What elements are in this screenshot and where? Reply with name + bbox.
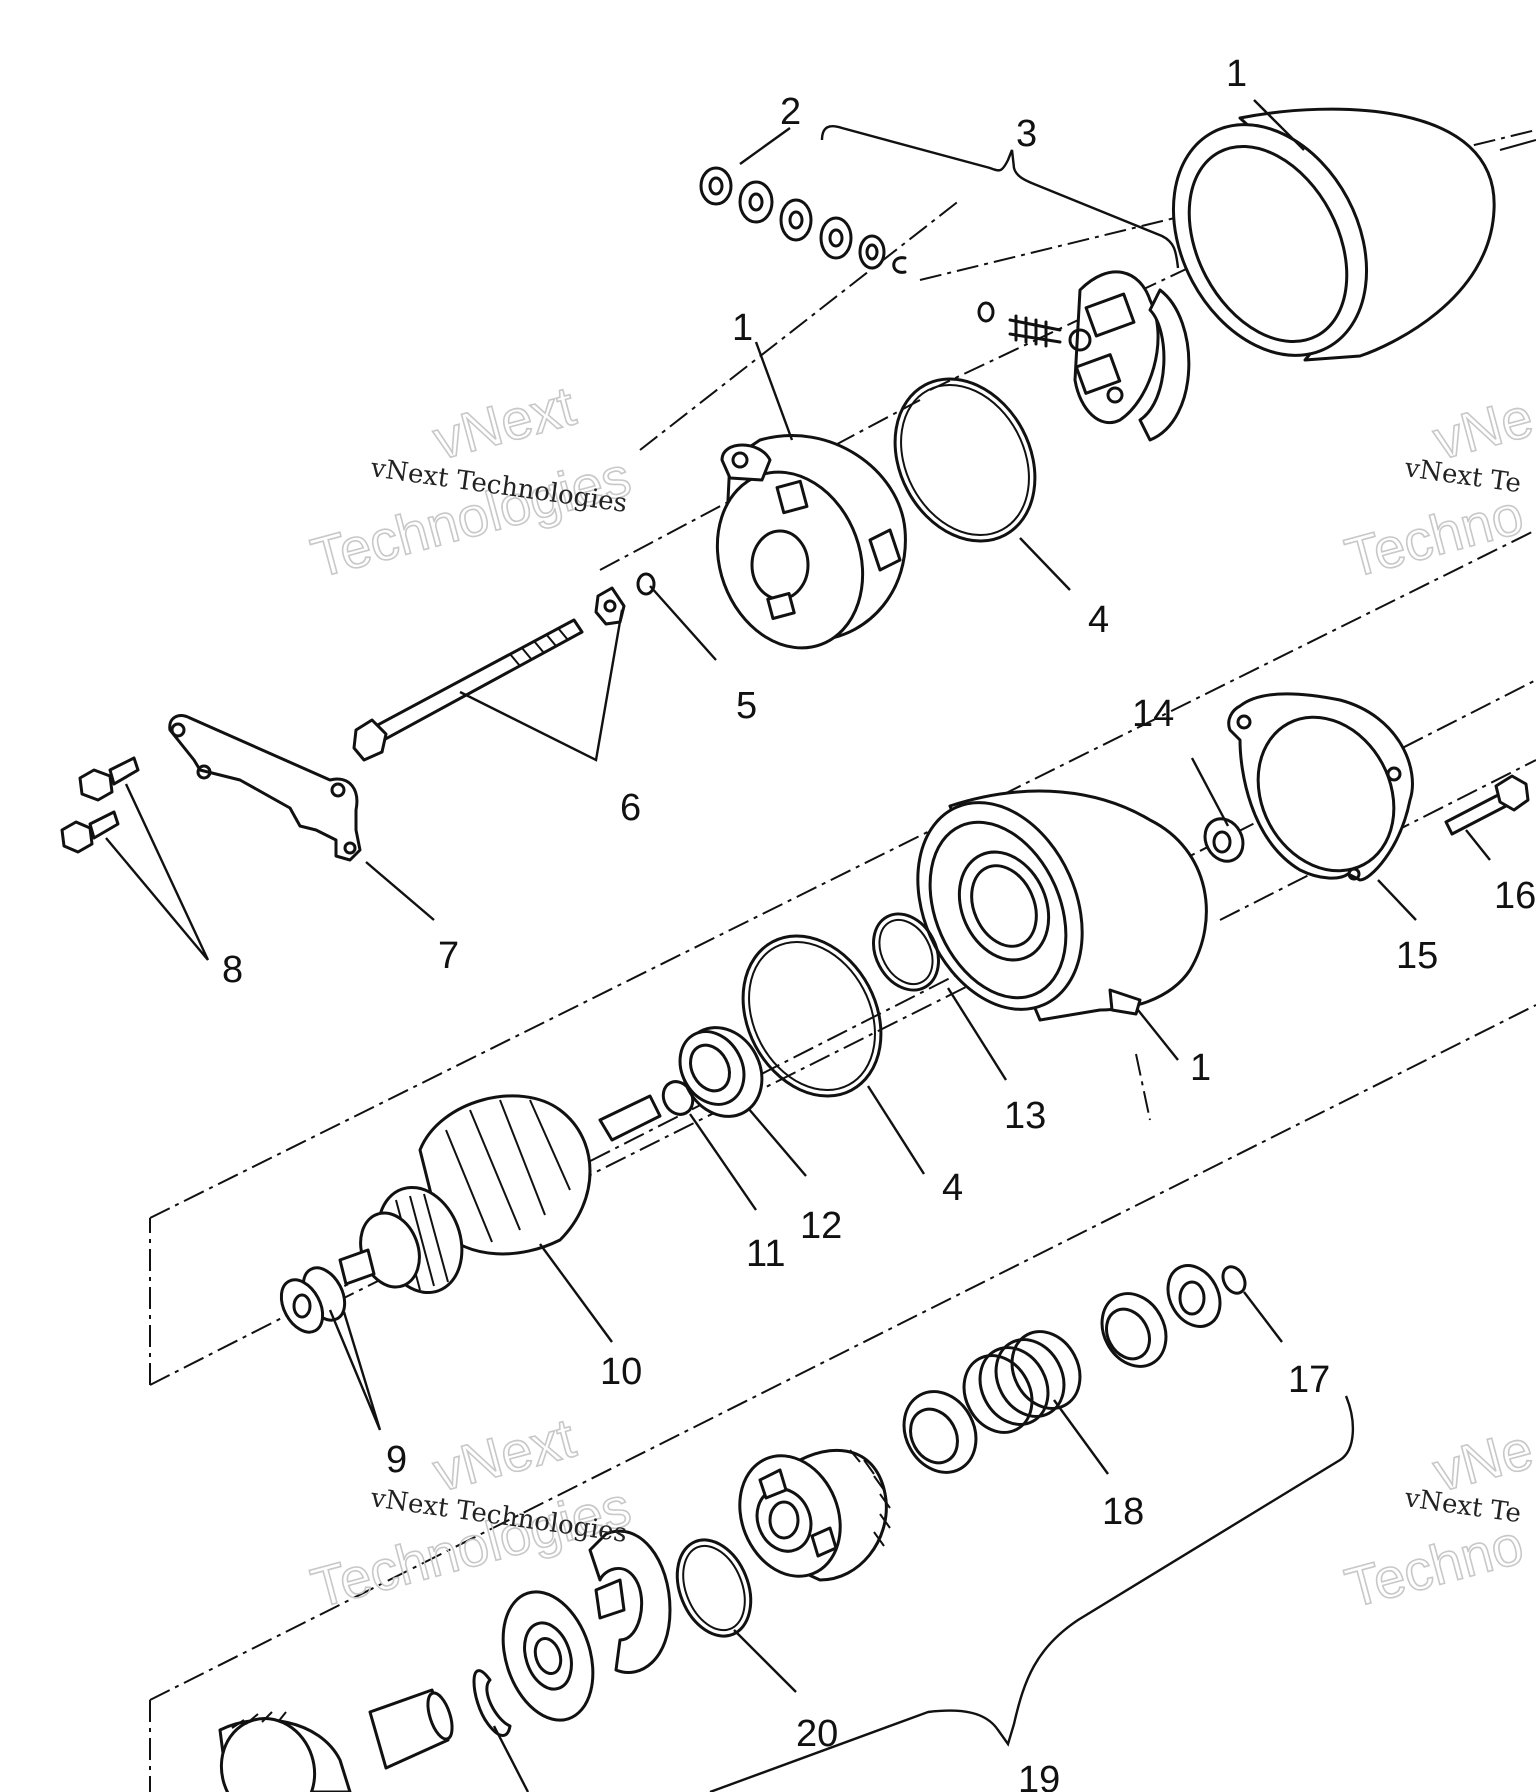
leader-lines	[105, 99, 1491, 1792]
bracket-group-3	[820, 125, 1180, 269]
callout-9: 9	[386, 1439, 407, 1481]
callout-1-rear-cover: 1	[732, 307, 753, 349]
callout-19: 19	[1018, 1759, 1060, 1792]
yoke-housing	[1171, 107, 1536, 362]
callout-4-lower: 4	[942, 1167, 963, 1209]
callout-16: 16	[1494, 875, 1536, 917]
bracket-group-19	[709, 1395, 1355, 1792]
clutch-retainers	[1100, 1264, 1247, 1368]
mounting-bolt	[1444, 774, 1530, 836]
callout-2: 2	[780, 91, 801, 133]
sleeve	[902, 1390, 978, 1474]
spring	[962, 1330, 1082, 1434]
o-ring-upper	[893, 377, 1037, 543]
callout-10: 10	[600, 1351, 642, 1393]
small-o-ring	[636, 572, 656, 596]
watermark-technologies-3: Techno	[1339, 482, 1530, 590]
callout-3: 3	[1016, 113, 1037, 155]
callout-5: 5	[736, 685, 757, 727]
thrust-ring	[675, 1538, 753, 1638]
front-housing	[916, 789, 1208, 1022]
washer	[1203, 817, 1245, 863]
o-ring-lower	[741, 934, 883, 1098]
watermark-vnext-1: vNext	[427, 374, 582, 472]
inner-o-ring	[872, 912, 940, 992]
callout-20: 20	[796, 1713, 838, 1755]
bearing	[678, 1026, 764, 1118]
callout-7: 7	[438, 935, 459, 977]
callout-1-front-housing: 1	[1190, 1047, 1211, 1089]
callout-15: 15	[1396, 935, 1438, 977]
callout-labels: 1 2 3 1 4 5 6 7 8 14 16 15 1 13 4 12 11 …	[222, 53, 1536, 1792]
through-bolt	[352, 586, 626, 762]
watermark-technologies-1: Technologies	[305, 444, 637, 589]
watermark-technologies-4: Techno	[1339, 1512, 1530, 1620]
callout-13: 13	[1004, 1095, 1046, 1137]
callout-1-yoke: 1	[1226, 53, 1247, 95]
rear-end-cover	[715, 434, 907, 650]
armature	[338, 1094, 662, 1295]
circlip	[661, 1080, 695, 1116]
callout-11: 11	[746, 1233, 785, 1275]
callout-12: 12	[800, 1205, 842, 1247]
watermark-vnext-2: vNext	[427, 1406, 582, 1504]
armature-washers	[279, 1266, 347, 1334]
callout-4-upper: 4	[1088, 599, 1109, 641]
callout-6: 6	[620, 787, 641, 829]
mounting-bracket	[168, 714, 362, 862]
bracket-bolts	[60, 756, 140, 854]
terminal-nut-and-washers	[699, 166, 995, 323]
callout-8: 8	[222, 949, 243, 991]
mounting-gasket	[1227, 692, 1414, 882]
callout-14: 14	[1132, 693, 1174, 735]
pinion-shaft	[218, 1688, 454, 1792]
starter-clutch-gear	[738, 1448, 891, 1582]
stopper-and-washer	[472, 1529, 672, 1737]
callout-17: 17	[1288, 1359, 1330, 1401]
brush-holder-assembly	[1008, 270, 1191, 442]
callout-18: 18	[1102, 1491, 1144, 1533]
